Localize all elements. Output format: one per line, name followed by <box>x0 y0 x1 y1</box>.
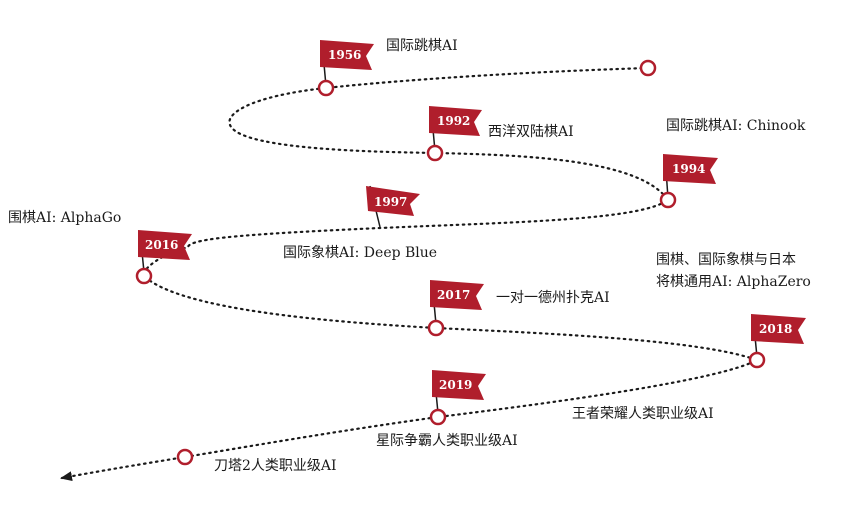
year-label: 2018 <box>759 322 792 336</box>
milestone-label: 西洋双陆棋AI <box>488 124 574 140</box>
milestone-circle <box>659 191 677 209</box>
milestone-1992: 1992 西洋双陆棋AI <box>426 106 574 162</box>
milestone-1994: 1994 国际跳棋AI: Chinook <box>659 118 806 209</box>
milestone-2019: 2019 星际争霸人类职业级AI <box>376 370 518 449</box>
milestone-circle <box>176 448 194 466</box>
milestone-label: 国际象棋AI: Deep Blue <box>283 245 437 261</box>
year-label: 1994 <box>672 162 705 176</box>
milestone-label-line: 将棋通用AI: AlphaZero <box>656 274 811 290</box>
milestone-2018: 2018 围棋、国际象棋与日本 将棋通用AI: AlphaZero <box>656 252 811 369</box>
flag-banner <box>366 186 420 216</box>
milestone-label-line: 围棋、国际象棋与日本 <box>656 252 796 268</box>
milestone-circle <box>135 267 153 285</box>
flag-banner <box>663 154 718 184</box>
milestone-circle <box>427 319 445 337</box>
milestone-label: 国际跳棋AI <box>386 38 458 54</box>
flag-banner <box>430 280 484 310</box>
year-label: 2017 <box>437 288 470 302</box>
milestone-label: 国际跳棋AI: Chinook <box>666 118 806 134</box>
milestone-label: 围棋AI: AlphaGo <box>8 210 121 226</box>
milestone-label: 星际争霸人类职业级AI <box>376 433 518 449</box>
flag-banner <box>138 230 192 260</box>
milestone-2016: 2016 围棋AI: AlphaGo <box>8 210 192 285</box>
milestone-label: 围棋、国际象棋与日本 将棋通用AI: AlphaZero <box>656 252 811 290</box>
milestone-circle <box>317 79 335 97</box>
milestone-dota2: 刀塔2人类职业级AI <box>176 448 337 474</box>
milestone-circle <box>639 59 657 77</box>
year-label: 1956 <box>328 48 361 62</box>
timeline-path <box>60 66 760 482</box>
year-label: 1992 <box>437 114 470 128</box>
milestone-1997: 1997 国际象棋AI: Deep Blue <box>283 185 437 261</box>
milestone-label: 刀塔2人类职业级AI <box>214 458 337 474</box>
flag-banner <box>432 370 486 400</box>
milestone-label: 一对一德州扑克AI <box>496 290 610 306</box>
flag-banner <box>429 106 482 136</box>
flag-banner <box>751 314 806 344</box>
milestone-label: 王者荣耀人类职业级AI <box>572 406 714 422</box>
milestone-2017: 2017 一对一德州扑克AI <box>427 280 610 337</box>
flag-banner <box>320 40 374 70</box>
year-label: 2016 <box>145 238 178 252</box>
year-label: 1997 <box>374 195 407 209</box>
milestone-honor-of-kings: 王者荣耀人类职业级AI <box>572 406 714 422</box>
milestone-1956: 1956 国际跳棋AI <box>317 38 458 97</box>
milestone-circle <box>429 408 447 426</box>
year-label: 2019 <box>439 378 472 392</box>
milestone-circle <box>748 351 766 369</box>
milestone-start <box>639 59 657 77</box>
milestone-circle <box>426 144 444 162</box>
